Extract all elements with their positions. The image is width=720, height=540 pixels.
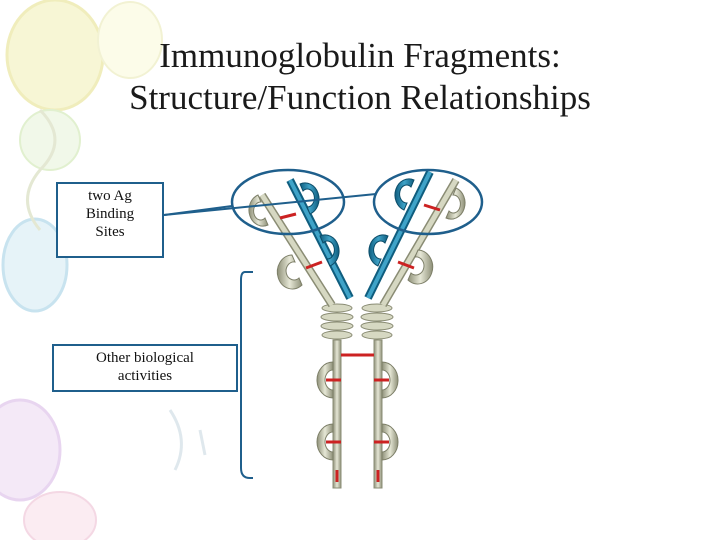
balloon-purple-icon xyxy=(0,398,62,502)
bio-label-line-1: Other biological xyxy=(96,350,194,366)
ag-label-line-3: Sites xyxy=(95,224,125,240)
antigen-binding-site-left xyxy=(230,168,346,236)
hinge-region xyxy=(320,303,394,340)
fab-arm-right xyxy=(364,170,466,308)
antigen-binding-site-right xyxy=(372,168,484,236)
heavy-chain-stem-right xyxy=(373,339,383,489)
ag-label-line-1: two Ag xyxy=(88,188,132,204)
antibody-diagram xyxy=(230,168,484,489)
balloon-string xyxy=(26,108,57,231)
balloon-lightyellow-icon xyxy=(97,1,163,79)
callout-lines xyxy=(163,193,377,479)
balloon-string xyxy=(198,429,207,456)
fab-arm-left xyxy=(248,178,354,308)
disulfide-bonds-fc xyxy=(326,353,389,482)
antigen-binding-sites-label: two Ag Binding Sites xyxy=(56,182,164,258)
biological-activities-label: Other biological activities xyxy=(52,344,238,392)
slide-title-line-2: Structure/Function Relationships xyxy=(129,78,591,117)
balloon-pink-icon xyxy=(23,491,97,540)
bracket-fc xyxy=(240,271,253,479)
balloon-decorations xyxy=(0,0,207,540)
fc-domains xyxy=(316,361,399,461)
heavy-chain-stem-left xyxy=(332,339,342,489)
slide-title-line-1: Immunoglobulin Fragments: xyxy=(159,36,561,75)
ag-label-line-2: Binding xyxy=(85,206,135,222)
balloon-string xyxy=(168,409,183,471)
balloon-green-icon xyxy=(19,109,81,171)
bio-label-line-2: activities xyxy=(117,368,173,384)
balloon-blue-icon xyxy=(1,217,69,313)
